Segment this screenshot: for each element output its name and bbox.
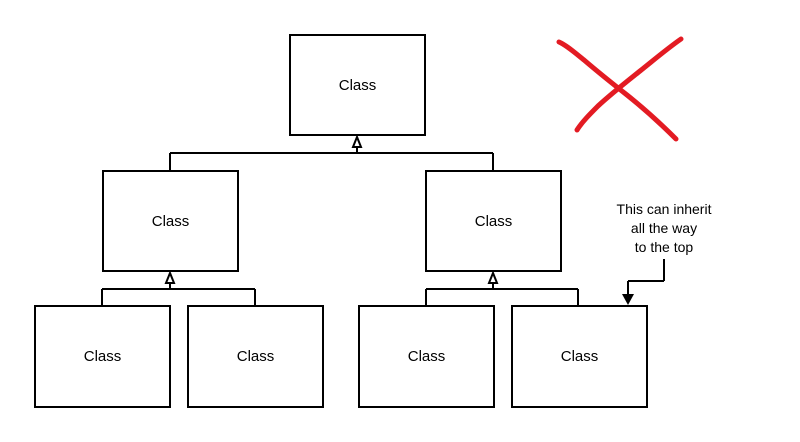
inheritance-arrowhead-mid-left — [164, 270, 176, 284]
class-box-leaf-2: Class — [187, 305, 324, 408]
class-label: Class — [151, 212, 190, 230]
class-label: Class — [83, 348, 122, 365]
class-label: Class — [560, 348, 599, 365]
class-box-leaf-3: Class — [358, 305, 495, 408]
class-box-leaf-4: Class — [511, 305, 648, 408]
red-x-cross-icon — [556, 36, 684, 142]
class-label: Class — [338, 76, 377, 94]
annotation-note: This can inherit all the way to the top — [598, 200, 730, 257]
note-line: This can inherit — [616, 201, 712, 217]
note-line: all the way — [630, 220, 698, 236]
inheritance-connector-root — [169, 146, 494, 170]
class-label: Class — [474, 212, 513, 230]
note-line: to the top — [634, 239, 694, 255]
class-box-mid-right: Class — [425, 170, 562, 272]
class-box-root: Class — [289, 34, 426, 136]
inheritance-connector-mid-right — [425, 282, 579, 306]
note-arrow — [627, 259, 665, 296]
note-arrowhead — [622, 294, 634, 305]
class-label: Class — [407, 348, 446, 365]
class-box-mid-left: Class — [102, 170, 239, 272]
inheritance-arrowhead-root — [351, 134, 363, 148]
class-box-leaf-1: Class — [34, 305, 171, 408]
inheritance-connector-mid-left — [101, 282, 256, 306]
inheritance-arrowhead-mid-right — [487, 270, 499, 284]
class-label: Class — [236, 348, 275, 365]
